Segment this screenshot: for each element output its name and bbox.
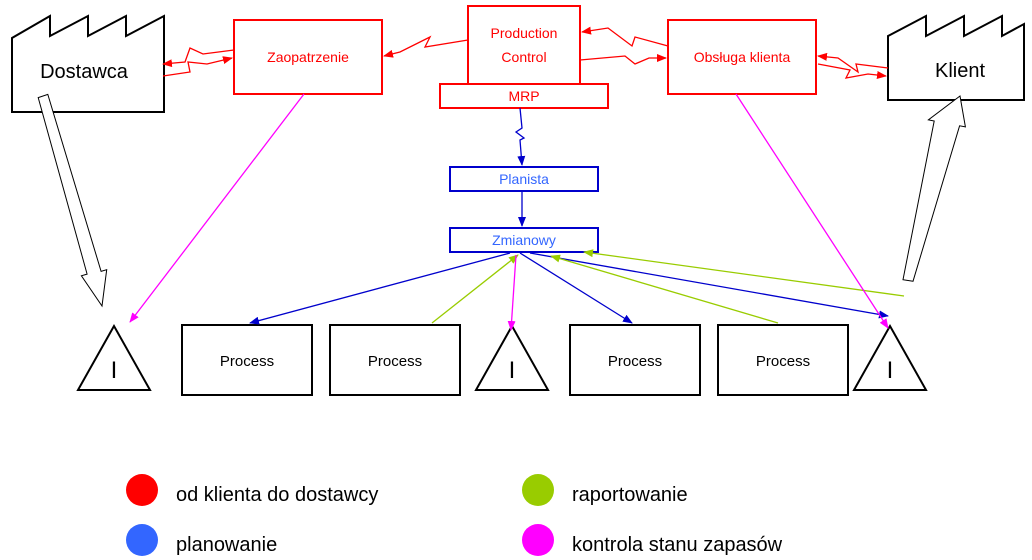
red-info-flows (162, 26, 889, 79)
svg-text:planowanie: planowanie (176, 534, 277, 556)
reporting-arrows (431, 249, 905, 324)
production-control-line2: Control (501, 49, 546, 65)
svg-text:Process: Process (756, 353, 810, 370)
supplier-factory-icon: Dostawca (11, 14, 165, 113)
svg-text:I: I (111, 357, 118, 384)
flow-client-to-service (817, 52, 889, 74)
production-control-line1: Production (491, 25, 558, 41)
plan-arrow-process-1 (249, 252, 511, 325)
planner-box: Planista (449, 166, 599, 192)
inventory-icon-3: I (852, 323, 928, 391)
inv-arrow-customer-service (735, 93, 889, 329)
flow-control-to-procurement (383, 35, 469, 58)
inventory-icon-2: I (474, 323, 550, 391)
svg-text:I: I (887, 357, 894, 384)
mrp-to-planner-zigzag (514, 107, 526, 166)
procurement-label: Zaopatrzenie (267, 49, 349, 65)
flow-supplier-to-procurement (162, 56, 233, 77)
customer-service-label: Obsługa klienta (694, 49, 791, 65)
flow-service-to-client (817, 63, 887, 79)
legend: od klienta do dostawcy raportowanie plan… (126, 474, 783, 556)
plan-arrow-process-3 (519, 252, 633, 324)
client-label: Klient (935, 60, 985, 82)
process-box-4: Process (717, 324, 849, 396)
shift-lead-box: Zmianowy (449, 227, 599, 253)
supplier-shipment-arrow (37, 93, 108, 308)
client-factory-icon: Klient (887, 14, 1025, 101)
legend-item-magenta: kontrola stanu zapasów (522, 524, 783, 556)
production-control-box: Production Control (467, 5, 581, 85)
mrp-box: MRP (439, 83, 609, 109)
process-box-3: Process (569, 324, 701, 396)
process-box-1: Process (181, 324, 313, 396)
planner-label: Planista (499, 171, 549, 187)
planning-arrows (249, 252, 889, 325)
svg-text:Process: Process (608, 353, 662, 370)
shift-lead-label: Zmianowy (492, 232, 556, 248)
flow-service-to-control (581, 26, 669, 48)
svg-text:Process: Process (220, 353, 274, 370)
svg-text:I: I (509, 357, 516, 384)
inventory-control-arrows (129, 93, 889, 331)
client-shipment-arrow (902, 95, 967, 282)
inv-arrow-shift-lead (507, 254, 517, 331)
flow-control-to-service (579, 54, 667, 65)
supplier-label: Dostawca (40, 61, 129, 83)
inv-arrow-procurement (129, 93, 305, 323)
svg-text:kontrola stanu zapasów: kontrola stanu zapasów (572, 534, 783, 556)
report-arrow-client-shipment (583, 249, 905, 297)
flow-procurement-to-supplier (162, 47, 235, 68)
plan-arrow-inventory-3 (529, 252, 889, 319)
procurement-box: Zaopatrzenie (233, 19, 383, 95)
svg-text:od klienta do dostawcy: od klienta do dostawcy (176, 484, 378, 506)
svg-text:Process: Process (368, 353, 422, 370)
process-box-2: Process (329, 324, 461, 396)
legend-item-green: raportowanie (522, 474, 688, 506)
mrp-label: MRP (508, 88, 539, 104)
report-arrow-process-4 (550, 254, 779, 324)
customer-service-box: Obsługa klienta (667, 19, 817, 95)
inventory-icon-1: I (76, 323, 152, 391)
legend-item-red: od klienta do dostawcy (126, 474, 378, 506)
legend-item-blue: planowanie (126, 524, 277, 556)
report-arrow-process-2 (431, 254, 519, 324)
svg-text:raportowanie: raportowanie (572, 484, 688, 506)
